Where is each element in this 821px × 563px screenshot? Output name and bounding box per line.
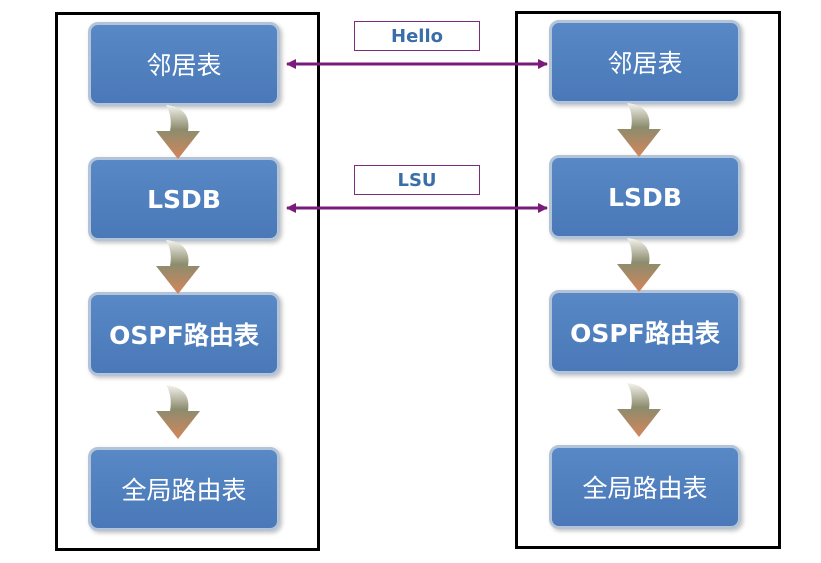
left-ospf-routing-table-node: OSPF路由表 — [88, 292, 280, 376]
right-lsdb-node: LSDB — [549, 155, 741, 239]
right-router-frame — [515, 11, 781, 549]
left-global-routing-table-node: 全局路由表 — [88, 447, 280, 531]
right-flow-arrow-2 — [617, 238, 661, 292]
right-ospf-routing-table-node: OSPF路由表 — [549, 290, 741, 374]
lsu-message-label: LSU — [354, 165, 480, 195]
hello-message-label: Hello — [354, 21, 480, 51]
right-neighbor-table-node: 邻居表 — [549, 20, 741, 104]
left-flow-arrow-2 — [156, 240, 200, 294]
right-flow-arrow-3 — [617, 383, 661, 437]
left-lsdb-node: LSDB — [88, 157, 280, 241]
left-router-frame — [55, 12, 320, 551]
right-flow-arrow-1 — [617, 103, 661, 157]
left-flow-arrow-3 — [156, 385, 200, 439]
right-global-routing-table-node: 全局路由表 — [549, 445, 741, 529]
left-neighbor-table-node: 邻居表 — [88, 22, 280, 106]
left-flow-arrow-1 — [156, 105, 200, 159]
